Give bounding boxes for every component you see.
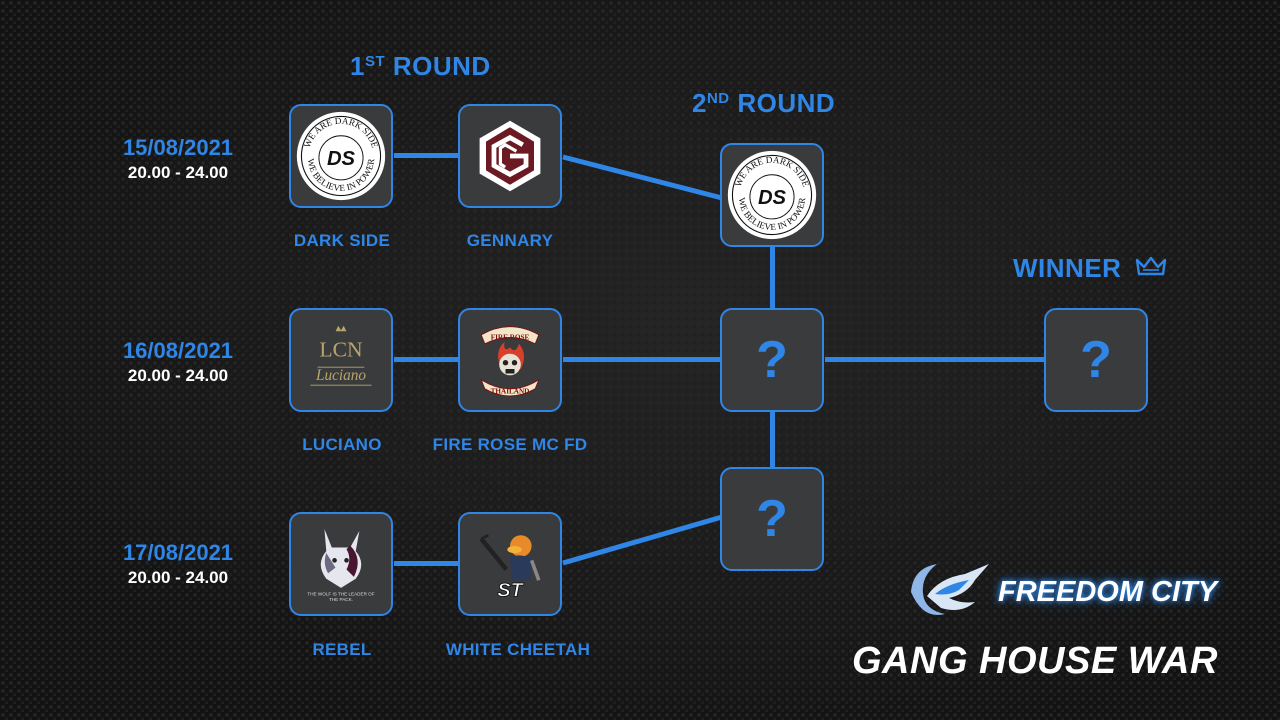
- match1-time: 20.00 - 24.00: [127, 163, 229, 182]
- team-label-gennary: GENNARY: [466, 231, 554, 250]
- svg-text:DS: DS: [327, 148, 356, 170]
- team-label-luciano: LUCIANO: [302, 435, 382, 454]
- rebel-wolf-logo: THE WOLF IS THE LEADER OF THE PACK.: [307, 529, 375, 603]
- team-box-white-cheetah[interactable]: ST: [458, 512, 562, 616]
- luciano-logo: LCN Luciano: [310, 325, 372, 386]
- team-label-rebel: REBEL: [312, 640, 372, 659]
- svg-text:Luciano: Luciano: [315, 367, 366, 384]
- round2-box-unknown-2[interactable]: ?: [720, 467, 824, 571]
- match1-date: 15/08/2021: [122, 135, 234, 160]
- team-box-dark-side[interactable]: WE ARE DARK SIDE WE BELIEVE IN POWER DS: [289, 104, 393, 208]
- unknown-team-mark: ?: [756, 331, 788, 389]
- fire-rose-logo: FIRE ROSE THAILAND: [480, 326, 540, 397]
- connector-final-winner: [825, 357, 1045, 362]
- bird-logo-icon: [911, 564, 989, 616]
- connector-luciano-firerose: [394, 357, 460, 362]
- winner-box[interactable]: ?: [1044, 308, 1148, 412]
- dark-side-logo: WE ARE DARK SIDE WE BELIEVE IN POWER DS: [727, 150, 817, 240]
- team-box-rebel[interactable]: THE WOLF IS THE LEADER OF THE PACK.: [289, 512, 393, 616]
- team-box-gennary[interactable]: [458, 104, 562, 208]
- connector-vertical-bottom: [770, 410, 775, 468]
- winner-heading: WINNER: [1013, 253, 1167, 284]
- round2-box-dark-side[interactable]: WE ARE DARK SIDE WE BELIEVE IN POWER DS: [720, 143, 824, 247]
- svg-text:LCN: LCN: [319, 337, 363, 361]
- unknown-team-mark: ?: [756, 490, 788, 548]
- white-cheetah-logo: ST: [479, 533, 541, 602]
- crown-icon: [1135, 256, 1167, 276]
- team-box-luciano[interactable]: LCN Luciano: [289, 308, 393, 412]
- match3-time: 20.00 - 24.00: [127, 568, 229, 587]
- winner-unknown-mark: ?: [1080, 331, 1112, 389]
- round1-heading: 1ST ROUND: [350, 51, 491, 81]
- gennary-logo: [479, 120, 541, 192]
- connector-rebel-whitecheetah: [394, 561, 460, 566]
- connector-gennary-round2: [562, 154, 723, 201]
- brand-city: FREEDOM CITY: [998, 576, 1218, 608]
- team-box-fire-rose[interactable]: FIRE ROSE THAILAND: [458, 308, 562, 412]
- round2-heading: 2ND ROUND: [692, 88, 836, 118]
- round2-box-unknown-1[interactable]: ?: [720, 308, 824, 412]
- svg-text:FIRE ROSE: FIRE ROSE: [491, 333, 530, 341]
- team-label-white-cheetah: WHITE CHEETAH: [445, 640, 591, 659]
- team-label-fire-rose: FIRE ROSE MC FD: [432, 435, 588, 454]
- connector-vertical-top: [770, 246, 775, 310]
- match2-time: 20.00 - 24.00: [127, 366, 229, 385]
- dark-side-logo: WE ARE DARK SIDE WE BELIEVE IN POWER DS: [296, 111, 386, 201]
- match3-date: 17/08/2021: [122, 540, 234, 565]
- svg-text:THAILAND: THAILAND: [491, 387, 530, 395]
- connector-whitecheetah-round2: [562, 514, 723, 566]
- match2-date: 16/08/2021: [122, 338, 234, 363]
- brand-event: GANG HOUSE WAR: [852, 640, 1218, 682]
- svg-text:DS: DS: [758, 187, 787, 209]
- connector-darkside-gennary: [394, 153, 460, 158]
- team-label-dark-side: DARK SIDE: [293, 231, 391, 250]
- connector-firerose-semi: [563, 357, 723, 362]
- svg-text:ST: ST: [497, 579, 524, 601]
